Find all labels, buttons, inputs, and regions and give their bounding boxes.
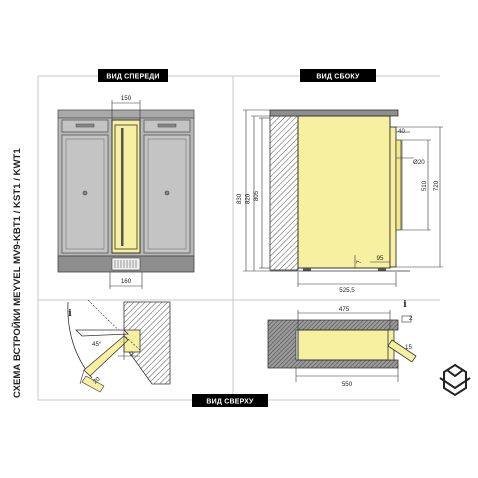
side-view-label: ВИД СБОКУ	[300, 69, 376, 82]
frame-lines	[37, 75, 440, 401]
top-dim-2: 2	[130, 351, 134, 358]
top-dim-20: 20	[92, 375, 102, 385]
side-dim-720: 720	[433, 180, 440, 191]
top-dim-475: 475	[339, 306, 350, 313]
top-dim-15: 15	[405, 344, 412, 351]
top-view: i 475 550 2 15	[267, 300, 417, 388]
info-icon: i	[68, 309, 72, 319]
side-dim-510: 510	[421, 180, 428, 191]
side-dim-95: 95	[377, 255, 384, 262]
top-view-label: ВИД СВЕРХУ	[192, 394, 268, 407]
side-dim-525: 525,5	[339, 287, 355, 294]
side-dim-805: 805	[253, 190, 260, 201]
top-view-detail: i 45° 2 20	[67, 299, 171, 393]
top-view-text: ВИД СВЕРХУ	[206, 399, 254, 406]
front-view-label: ВИД СПЕРЕДИ	[98, 69, 168, 82]
front-view: 150 160	[57, 95, 195, 289]
side-dim-820: 820	[245, 193, 252, 204]
front-dim-160: 160	[121, 278, 132, 285]
brand-logo-icon	[439, 363, 471, 397]
side-view-text: ВИД СБОКУ	[316, 74, 360, 81]
side-view: 830 820 805 510 720 40 Ø20 95 7 525,5	[236, 109, 443, 294]
side-dim-40: 40	[398, 128, 405, 135]
side-dim-830: 830	[236, 193, 243, 204]
info-icon-2: i	[403, 300, 407, 310]
vertical-title: СХЕМА ВСТРОЙКИ MEYVEL MV9-KBT1 / KST1 / …	[11, 148, 23, 398]
top-dim-550: 550	[342, 381, 353, 388]
side-dim-20: Ø20	[413, 159, 425, 166]
front-dim-150: 150	[121, 95, 132, 102]
top-dim-gap-2: 2	[409, 315, 413, 322]
front-view-text: ВИД СПЕРЕДИ	[106, 74, 159, 81]
top-angle-45: 45°	[92, 341, 102, 348]
side-dim-7: 7	[356, 260, 363, 264]
